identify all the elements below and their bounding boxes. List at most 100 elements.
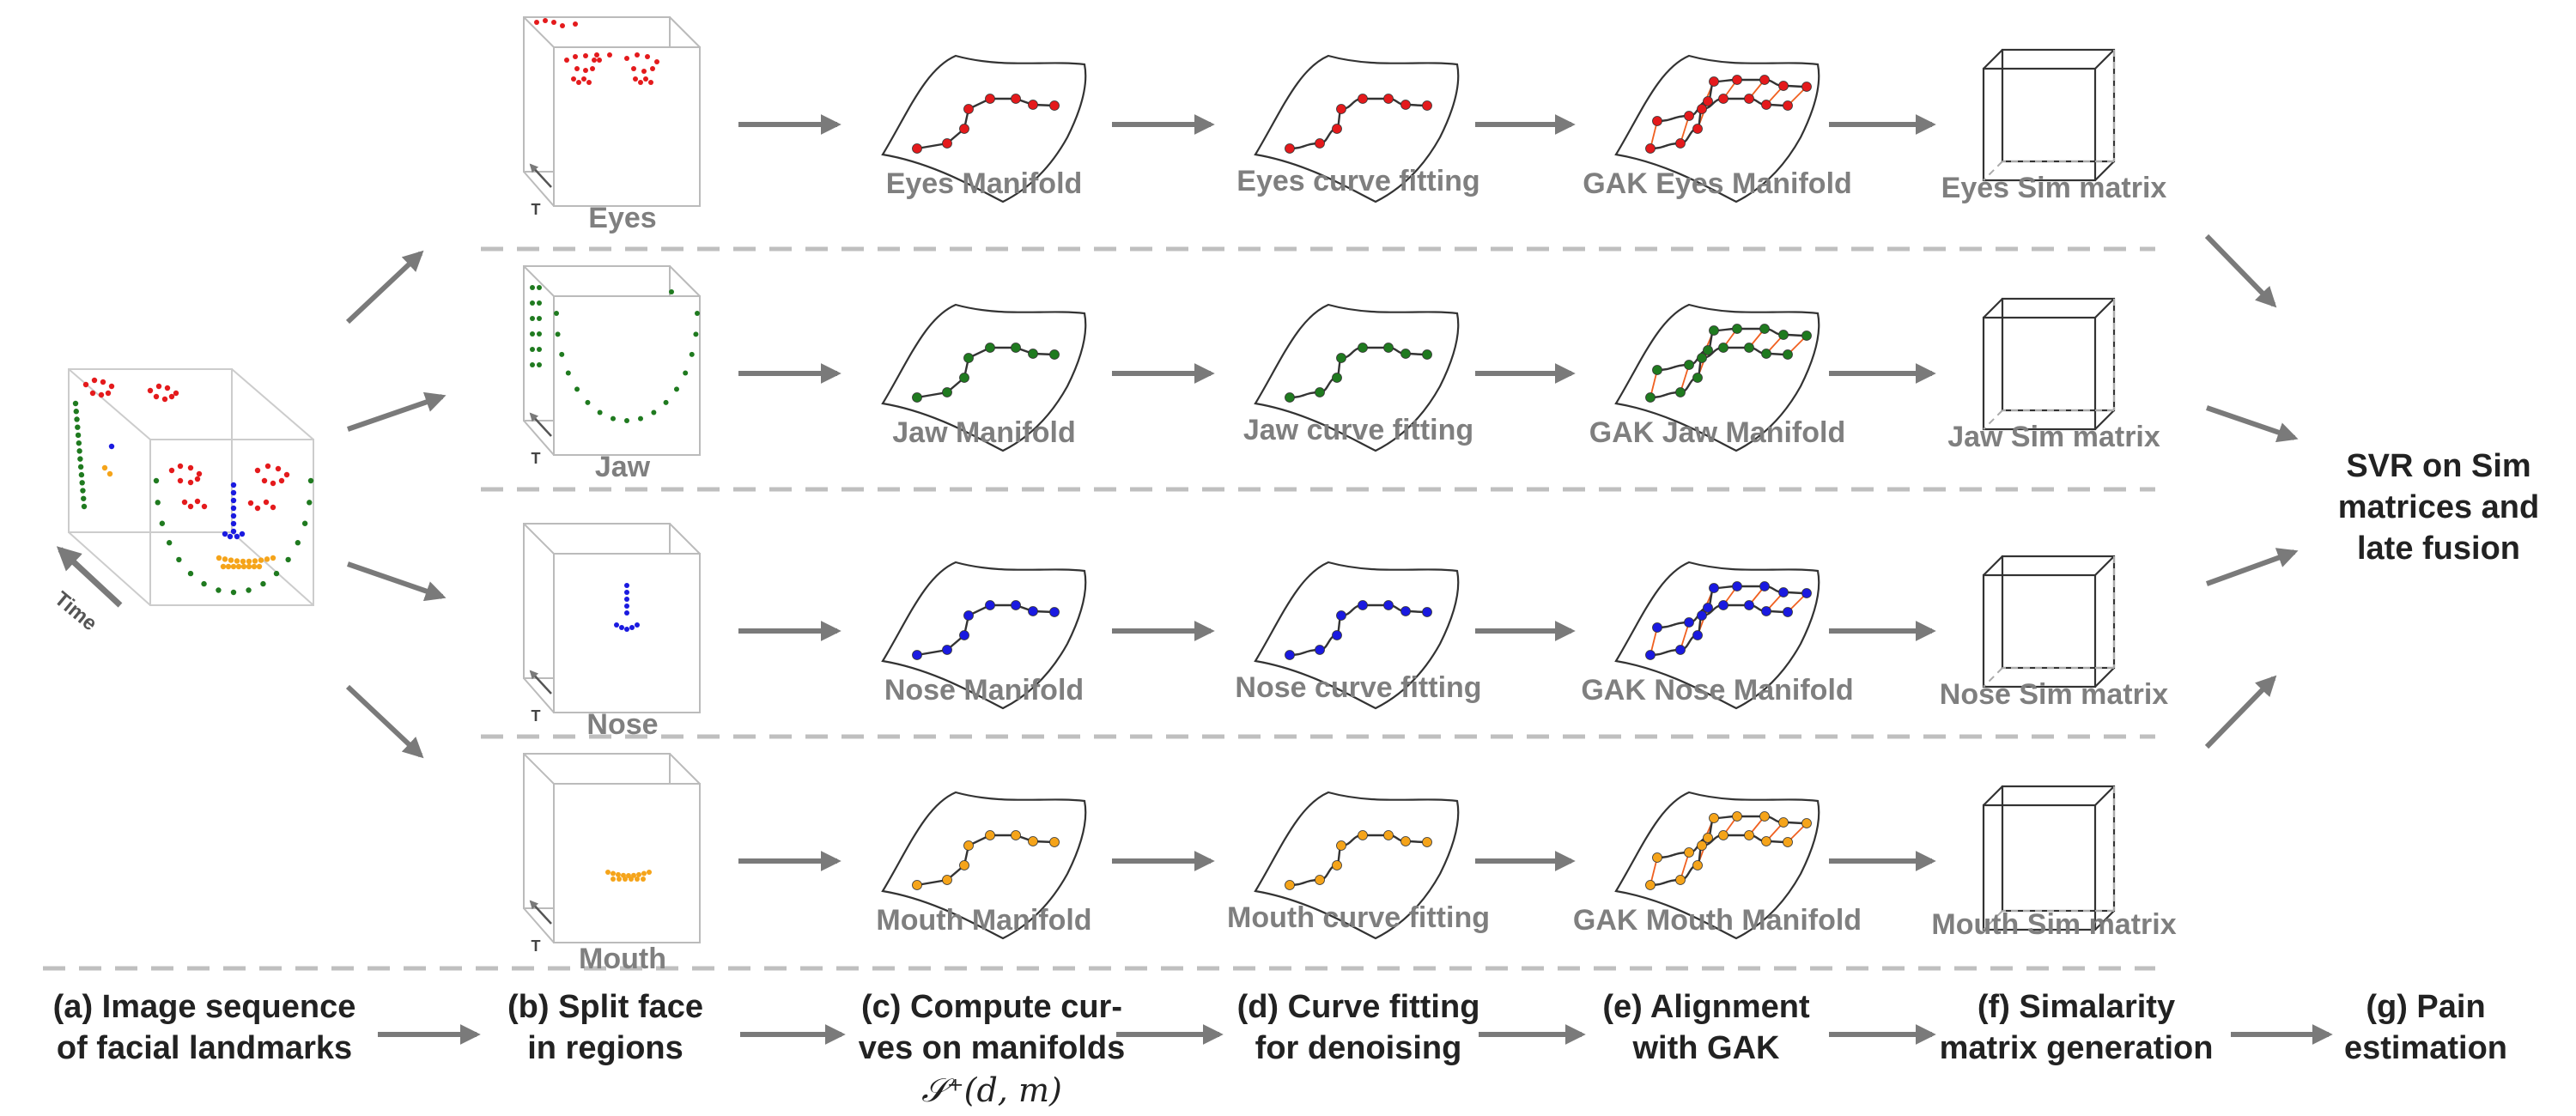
curve-point — [1759, 324, 1770, 334]
landmark-dot — [695, 311, 700, 316]
landmark-dot — [631, 872, 636, 878]
curve-point — [985, 94, 995, 104]
landmark-dot — [307, 477, 314, 484]
landmark-dot — [177, 477, 184, 484]
input-sequence: Time — [50, 368, 314, 635]
landmark-dot — [283, 471, 290, 478]
landmark-dot — [631, 66, 636, 71]
curve-point — [1285, 650, 1295, 660]
curve-point — [1336, 610, 1346, 621]
curve-point — [1652, 365, 1662, 375]
curve-point — [1049, 607, 1060, 617]
landmark-dot — [187, 503, 194, 510]
curve-point — [912, 880, 922, 890]
nose-gak-manifold — [1614, 561, 1820, 710]
curve-point — [1801, 82, 1812, 92]
curve-point — [1011, 94, 1021, 104]
curve-point — [1709, 325, 1719, 336]
landmark-dot — [240, 563, 247, 570]
landmark-dot — [629, 876, 634, 882]
region-time-arrow — [529, 412, 552, 437]
landmark-dot — [201, 580, 207, 587]
eyes-manifold — [881, 54, 1087, 203]
landmark-dot — [537, 362, 542, 367]
curve-point — [942, 387, 952, 397]
landmark-dot — [614, 622, 619, 628]
nose-curve-fitting — [1254, 561, 1460, 710]
landmark-dot — [72, 400, 79, 407]
manifold-surface — [1254, 54, 1460, 203]
curve-point — [1684, 847, 1694, 858]
landmark-dot — [537, 300, 542, 306]
curve-point — [1744, 94, 1754, 104]
landmark-dot — [105, 390, 112, 397]
eyes-gak-label: GAK Eyes Manifold — [1583, 167, 1852, 200]
nose-region-label: Nose — [586, 708, 658, 741]
landmark-dot — [537, 347, 542, 352]
curve-point — [1383, 343, 1394, 353]
manifold-surface — [881, 791, 1087, 940]
landmark-dot — [81, 503, 88, 510]
landmark-dot — [574, 66, 580, 71]
curve-point — [1332, 860, 1342, 870]
mouth-manifold — [881, 791, 1087, 940]
result-line-3: late fusion — [2357, 531, 2520, 567]
curve-point — [1761, 100, 1771, 110]
landmark-dot — [77, 456, 83, 462]
fanout-arrows — [345, 250, 447, 759]
landmark-dot — [534, 20, 539, 25]
landmark-dot — [252, 558, 258, 564]
landmark-dot — [155, 500, 161, 506]
jaw-curve-fitting-label: Jaw curve fitting — [1243, 414, 1473, 446]
region-frame-front — [553, 295, 701, 456]
landmark-dot — [650, 66, 655, 71]
jaw-curve-fitting — [1254, 303, 1460, 452]
curve-point — [1732, 75, 1742, 85]
landmark-dot — [187, 570, 194, 577]
landmark-dot — [585, 399, 591, 405]
curve-point — [1383, 94, 1394, 104]
curve-point — [942, 875, 952, 885]
landmark-dot — [260, 580, 266, 587]
jaw-manifold — [881, 303, 1087, 452]
landmark-dot — [166, 540, 173, 546]
landmark-dot — [80, 488, 86, 494]
landmark-dot — [270, 480, 276, 487]
curve-point — [1645, 143, 1656, 154]
landmark-dot — [187, 464, 194, 471]
landmark-dot — [597, 409, 603, 415]
landmark-dot — [590, 66, 595, 71]
curve-point — [959, 860, 969, 870]
landmark-dot — [530, 362, 535, 367]
landmark-dot — [147, 387, 154, 394]
curve-point — [1801, 331, 1812, 341]
landmark-dot — [592, 58, 597, 63]
landmark-dot — [246, 563, 252, 570]
step-c-line-2: ves on manifolds — [859, 1030, 1125, 1066]
landmark-dot — [629, 625, 635, 630]
landmark-dot — [530, 347, 535, 352]
landmark-dot — [555, 331, 561, 337]
step-b-line-2: in regions — [527, 1030, 683, 1066]
landmark-dot — [624, 603, 629, 609]
curve-point — [1422, 349, 1432, 360]
manifold-surface — [1614, 561, 1820, 710]
landmark-dot — [574, 386, 580, 392]
landmark-dot — [230, 513, 237, 519]
curve-point — [1778, 330, 1789, 340]
mouth-manifold-label: Mouth Manifold — [876, 904, 1091, 937]
landmark-dot — [643, 76, 648, 82]
landmark-dot — [168, 393, 175, 400]
curve-point — [1332, 124, 1342, 134]
sim-matrix-cube — [1982, 67, 2097, 182]
landmark-dot — [264, 556, 270, 562]
landmark-dot — [256, 563, 263, 570]
curve-point — [1358, 600, 1368, 610]
curve-point — [1783, 837, 1793, 847]
landmark-dot — [689, 351, 695, 357]
step-e: (e) Alignment with GAK — [1602, 989, 1810, 1066]
curve-point — [1709, 76, 1719, 87]
curve-point — [1675, 875, 1686, 885]
